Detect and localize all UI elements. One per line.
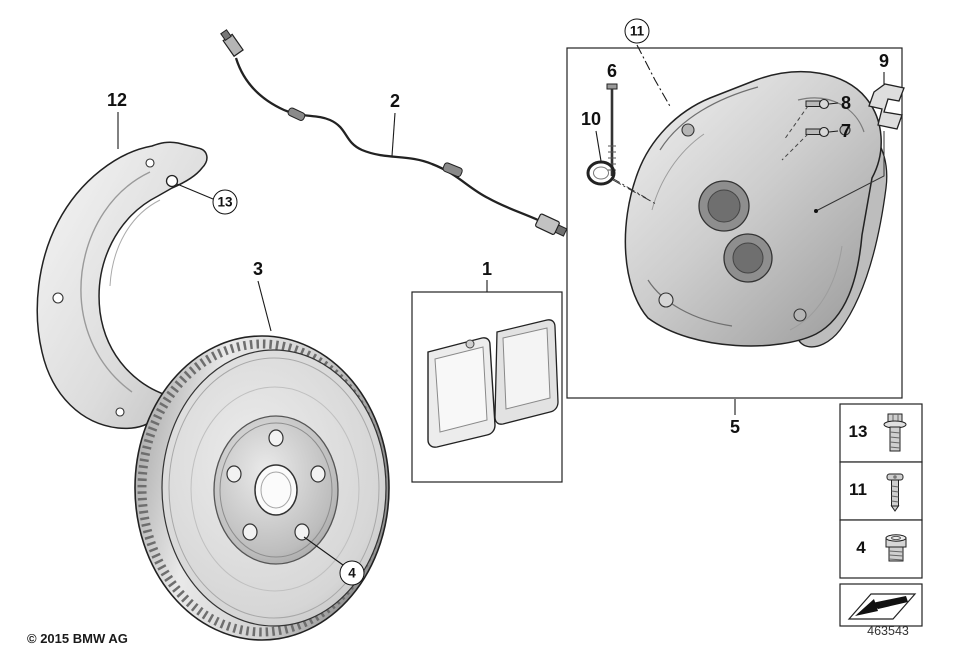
hub-bolt-hole (268, 429, 284, 447)
sensor-connector-top (220, 29, 244, 58)
caliper-piston (698, 180, 750, 232)
callout-8[interactable]: 8 (840, 93, 852, 113)
legend-label-13[interactable]: 13 (848, 422, 868, 441)
hub-bolt-hole (242, 523, 258, 541)
o-ring-seal (586, 160, 657, 205)
legend-box-13 (839, 403, 923, 463)
caliper-piston (723, 233, 773, 283)
flange-bolt-icon (883, 413, 907, 452)
callout-4[interactable]: 4 (339, 560, 365, 586)
diagram-number: 463543 (867, 624, 909, 638)
brake-wear-sensor-wire (220, 29, 568, 237)
callout-3[interactable]: 3 (252, 259, 264, 279)
direction-of-travel-arrow-icon (847, 593, 917, 620)
legend-label-11[interactable]: 11 (849, 480, 867, 499)
wheel-hub (213, 415, 339, 565)
shield-mount-hole (165, 174, 179, 188)
bolt-part-7 (781, 126, 830, 161)
callout-1[interactable]: 1 (481, 259, 493, 279)
brake-pad-outer (427, 337, 496, 448)
legend-box-4 (839, 519, 923, 579)
callout-12[interactable]: 12 (106, 90, 128, 110)
brake-pad-inner (494, 319, 559, 425)
brake-pads-group (411, 291, 563, 483)
callout-5[interactable]: 5 (729, 417, 741, 437)
legend-label-4[interactable]: 4 (856, 538, 866, 557)
bolt-part-8 (783, 98, 830, 141)
callout-9[interactable]: 9 (878, 51, 890, 71)
sensor-connector-end (535, 213, 568, 237)
caliper-frame (566, 47, 903, 399)
callout-13[interactable]: 13 (212, 189, 238, 215)
wire-sleeve (287, 107, 306, 121)
legend-box-11 (839, 461, 923, 521)
callout-10[interactable]: 10 (580, 109, 602, 129)
brake-disc (134, 335, 390, 641)
pad-retaining-spring (814, 83, 905, 213)
callout-7[interactable]: 7 (840, 121, 852, 141)
callout-6[interactable]: 6 (606, 61, 618, 81)
leader-lines (117, 44, 885, 566)
torx-screw-icon (886, 473, 904, 512)
wire-clip (442, 162, 463, 178)
screw-plug-icon (885, 534, 907, 562)
caliper-group (566, 47, 903, 399)
hub-bolt-hole (294, 523, 310, 541)
callout-2[interactable]: 2 (389, 91, 401, 111)
callout-11[interactable]: 11 (624, 18, 650, 44)
hub-bolt-hole (226, 465, 242, 483)
brake-caliper-body (624, 71, 882, 347)
legend-column (839, 403, 923, 627)
copyright-text: © 2015 BMW AG (27, 631, 128, 646)
hub-bolt-hole (310, 465, 326, 483)
